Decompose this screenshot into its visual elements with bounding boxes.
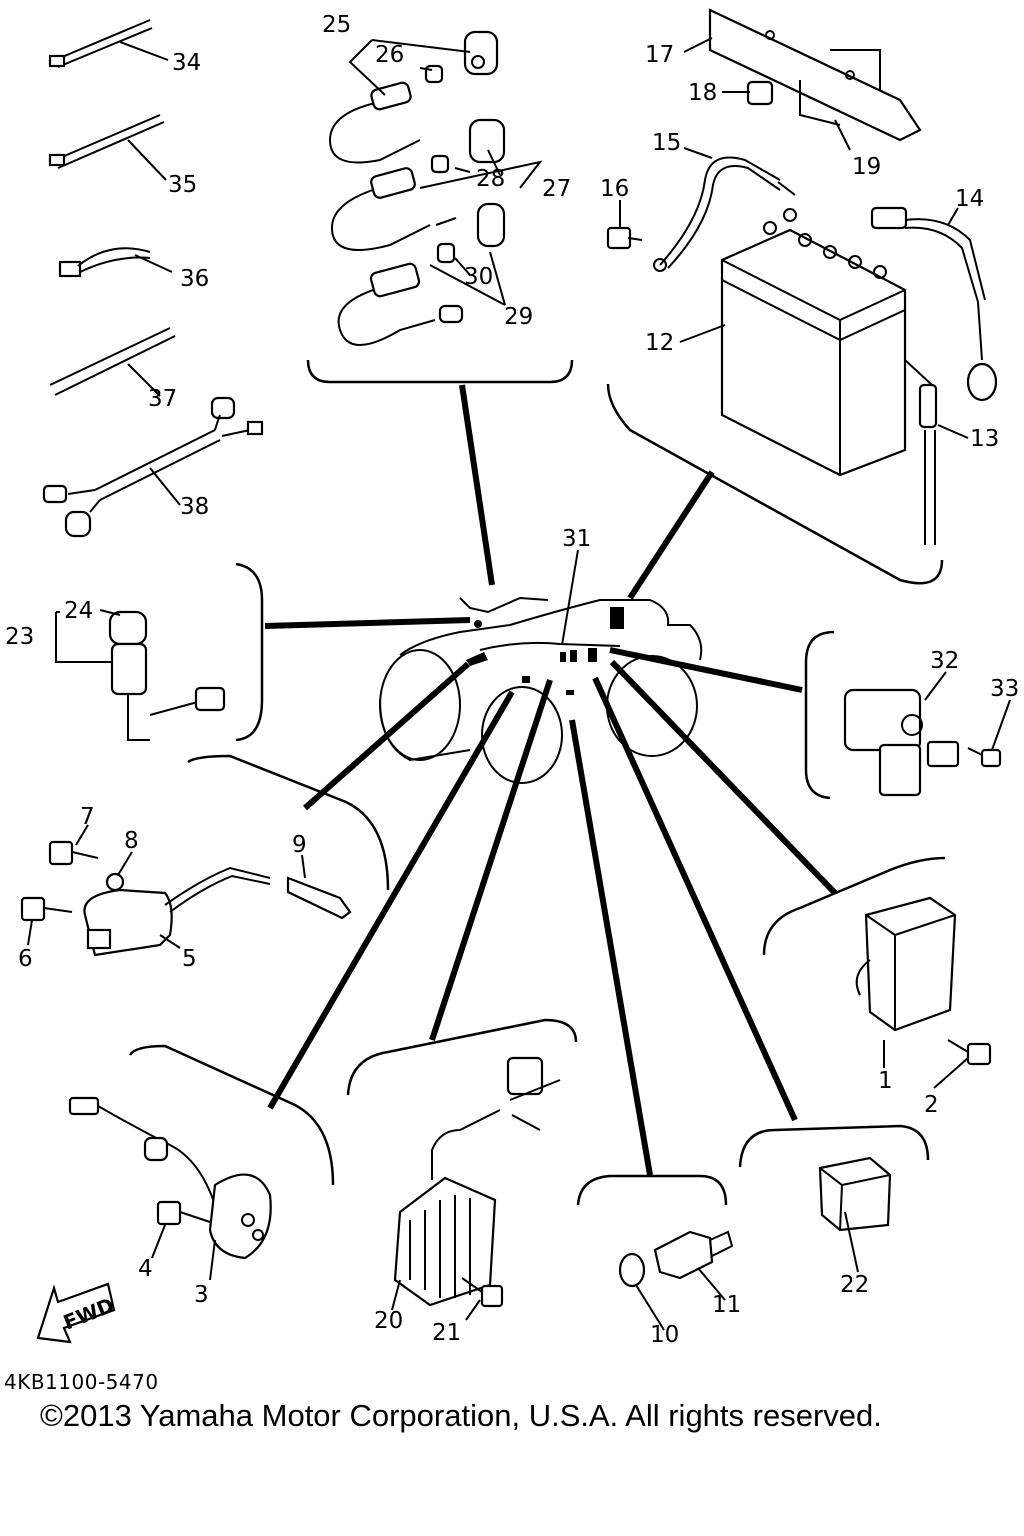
copyright-notice: ©2013 Yamaha Motor Corporation, U.S.A. A…: [40, 1398, 882, 1433]
bolt-21: [461, 1277, 504, 1308]
callout-14: 14: [955, 186, 984, 212]
callout-36: 36: [180, 266, 209, 292]
callout-1: 1: [878, 1068, 893, 1094]
callout-37: 37: [148, 386, 177, 412]
callout-11: 11: [712, 1292, 741, 1318]
callout-31: 31: [562, 526, 591, 552]
cable-tie-34: [48, 19, 153, 68]
spark-plug-cap-9: [286, 876, 352, 920]
connector-22: [818, 1156, 892, 1232]
callout-26: 26: [375, 42, 404, 68]
gasket-10: [618, 1252, 646, 1288]
cable-tie-35: [48, 114, 165, 169]
callout-leaders: [27, 37, 1011, 1331]
callout-labels: 1 2 3 4 5 6 7 8 9 10 11 12 13 14 15 16 1…: [5, 12, 1019, 1348]
callout-21: 21: [432, 1320, 461, 1346]
callout-16: 16: [600, 176, 629, 202]
callout-32: 32: [930, 648, 959, 674]
callout-34: 34: [172, 50, 201, 76]
callout-12: 12: [645, 330, 674, 356]
callout-28: 28: [476, 166, 505, 192]
neutral-switch-11: [653, 1230, 734, 1280]
ignition-coil-5: [83, 866, 271, 957]
callout-3: 3: [194, 1282, 209, 1308]
callout-30: 30: [464, 264, 493, 290]
callout-20: 20: [374, 1308, 403, 1334]
document-code: 4KB1100-5470: [4, 1370, 159, 1394]
parts-diagram: FWD: [5, 8, 1019, 1348]
bolt-7: [48, 840, 99, 866]
callout-5: 5: [182, 946, 197, 972]
callout-25: 25: [322, 12, 351, 38]
relay-32: [843, 688, 960, 797]
vehicle-outline: [379, 596, 703, 784]
callout-33: 33: [990, 676, 1019, 702]
leader-lines: [264, 384, 838, 1176]
bolt-2: [947, 1039, 992, 1066]
callout-8: 8: [124, 828, 139, 854]
clamp-36: [58, 247, 151, 278]
callout-18: 18: [688, 80, 717, 106]
battery-cable-15: [653, 156, 796, 272]
callout-27: 27: [542, 176, 571, 202]
callout-35: 35: [168, 172, 197, 198]
breather-hose-14: [870, 206, 998, 402]
pickup-coil-3: [68, 1096, 272, 1260]
callout-19: 19: [852, 154, 881, 180]
callout-23: 23: [5, 624, 34, 650]
callout-6: 6: [18, 946, 33, 972]
group-brackets: [128, 359, 946, 1206]
callout-38: 38: [180, 494, 209, 520]
callout-24: 24: [64, 598, 93, 624]
cdi-unit-1: [855, 896, 957, 1032]
callout-2: 2: [924, 1092, 939, 1118]
vent-tube-13: [904, 359, 938, 545]
callout-9: 9: [292, 832, 307, 858]
sensor-leads: [328, 30, 506, 346]
rectifier-20: [393, 1056, 561, 1307]
bolt-16: [606, 226, 643, 250]
callout-17: 17: [645, 42, 674, 68]
callout-10: 10: [650, 1322, 679, 1348]
bolt-4: [156, 1200, 211, 1226]
battery-12: [720, 208, 907, 477]
switch-23: [108, 610, 226, 741]
callout-15: 15: [652, 130, 681, 156]
bolt-33: [967, 747, 1002, 768]
sub-harness-38: [42, 396, 264, 538]
bolt-6: [20, 896, 73, 922]
forward-arrow-icon: FWD: [36, 1282, 117, 1344]
grommet-18: [746, 80, 774, 106]
callout-29: 29: [504, 304, 533, 330]
battery-bracket-17: [708, 8, 922, 142]
callout-7: 7: [80, 804, 95, 830]
band-37: [49, 327, 176, 396]
washer-8: [105, 872, 125, 892]
callout-22: 22: [840, 1272, 869, 1298]
callout-13: 13: [970, 426, 999, 452]
callout-4: 4: [138, 1256, 153, 1282]
